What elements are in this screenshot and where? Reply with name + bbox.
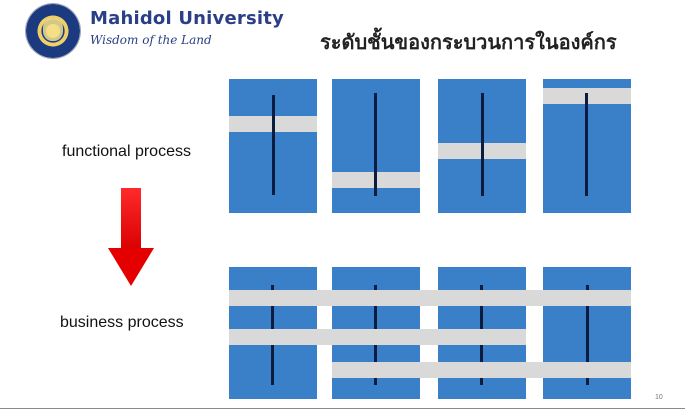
functional-line-4	[585, 93, 588, 196]
functional-line-2	[374, 93, 377, 196]
tagline: Wisdom of the Land	[90, 33, 212, 47]
functional-line-3	[481, 93, 484, 196]
business-band-3	[332, 362, 631, 378]
arrow-down-icon	[121, 188, 141, 250]
brand-name: Mahidol University	[90, 8, 284, 29]
functional-process-label: functional process	[62, 143, 191, 160]
university-seal-icon	[26, 4, 80, 58]
page-number: 10	[655, 394, 663, 401]
business-band-1	[229, 290, 631, 306]
functional-line-1	[272, 95, 275, 195]
business-line-4	[586, 285, 589, 385]
slide-title: ระดับชั้นของกระบวนการในองค์กร	[320, 30, 617, 54]
business-process-label: business process	[60, 314, 184, 331]
arrow-down-head	[108, 248, 154, 286]
business-band-2	[229, 329, 526, 345]
footer-divider	[0, 408, 685, 409]
